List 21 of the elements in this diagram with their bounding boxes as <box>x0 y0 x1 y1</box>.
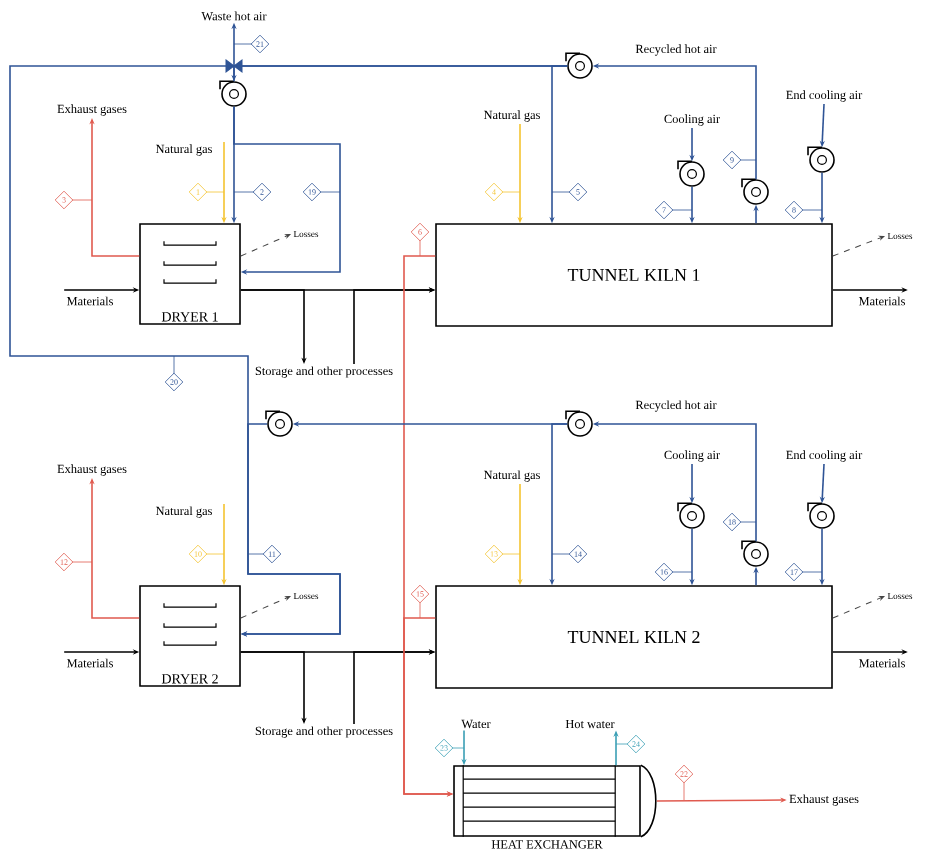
fan-icon <box>265 410 293 437</box>
fan-icon <box>565 410 593 437</box>
kiln-box: TUNNEL KILN 1 <box>435 223 833 327</box>
arrow <box>240 596 291 619</box>
fan-icon <box>807 502 835 529</box>
fan-icon <box>807 146 835 173</box>
arrow <box>240 289 307 364</box>
fan-icon <box>741 178 769 205</box>
arrow <box>240 651 307 724</box>
kiln-box: TUNNEL KILN 2 <box>435 585 833 689</box>
arrow <box>832 596 885 619</box>
arrow <box>89 118 140 257</box>
fan-icon <box>677 502 705 529</box>
fan-icon <box>741 540 769 567</box>
arrow <box>233 106 341 275</box>
arrow <box>240 234 291 257</box>
fan-icon <box>565 52 593 79</box>
arrow <box>832 235 885 257</box>
fan-icon <box>677 160 705 187</box>
fan-icon <box>219 80 247 107</box>
arrow <box>89 478 140 619</box>
